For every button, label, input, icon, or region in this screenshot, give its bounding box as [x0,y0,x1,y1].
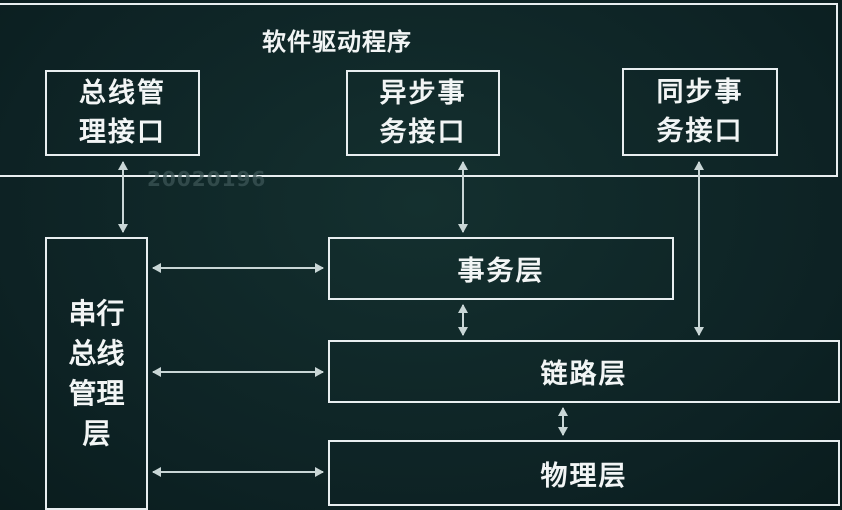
serial-bus-management-line2: 总线 [68,336,125,370]
physical-layer-label: 物理层 [540,460,628,492]
async-transaction-interface-line1: 异步事 [379,78,467,109]
serial-bus-management-line1: 串行 [68,296,125,330]
link-layer-box: 链路层 [328,340,840,403]
sync-transaction-interface-line2: 务接口 [656,116,744,147]
transaction-layer-box: 事务层 [328,237,674,300]
serial-bus-management-line3: 管理 [68,376,125,410]
async-transaction-interface-box: 异步事 务接口 [346,70,500,156]
bus-management-interface-line1: 总线管 [79,78,166,109]
bus-management-interface-box: 总线管 理接口 [45,70,200,156]
sync-transaction-interface-box: 同步事 务接口 [622,68,778,156]
watermark-text: 20020196 [147,167,267,191]
software-driver-title: 软件驱动程序 [262,28,412,56]
software-driver-box [0,3,838,177]
bus-management-interface-line2: 理接口 [79,117,166,148]
async-transaction-interface-line2: 务接口 [379,117,467,148]
sync-transaction-interface-line1: 同步事 [656,77,744,108]
physical-layer-box: 物理层 [328,440,840,506]
transaction-layer-label: 事务层 [457,256,545,287]
serial-bus-management-layer-box: 串行 总线 管理 层 [45,237,148,510]
link-layer-label: 链路层 [540,359,628,390]
serial-bus-management-line4: 层 [82,416,111,450]
